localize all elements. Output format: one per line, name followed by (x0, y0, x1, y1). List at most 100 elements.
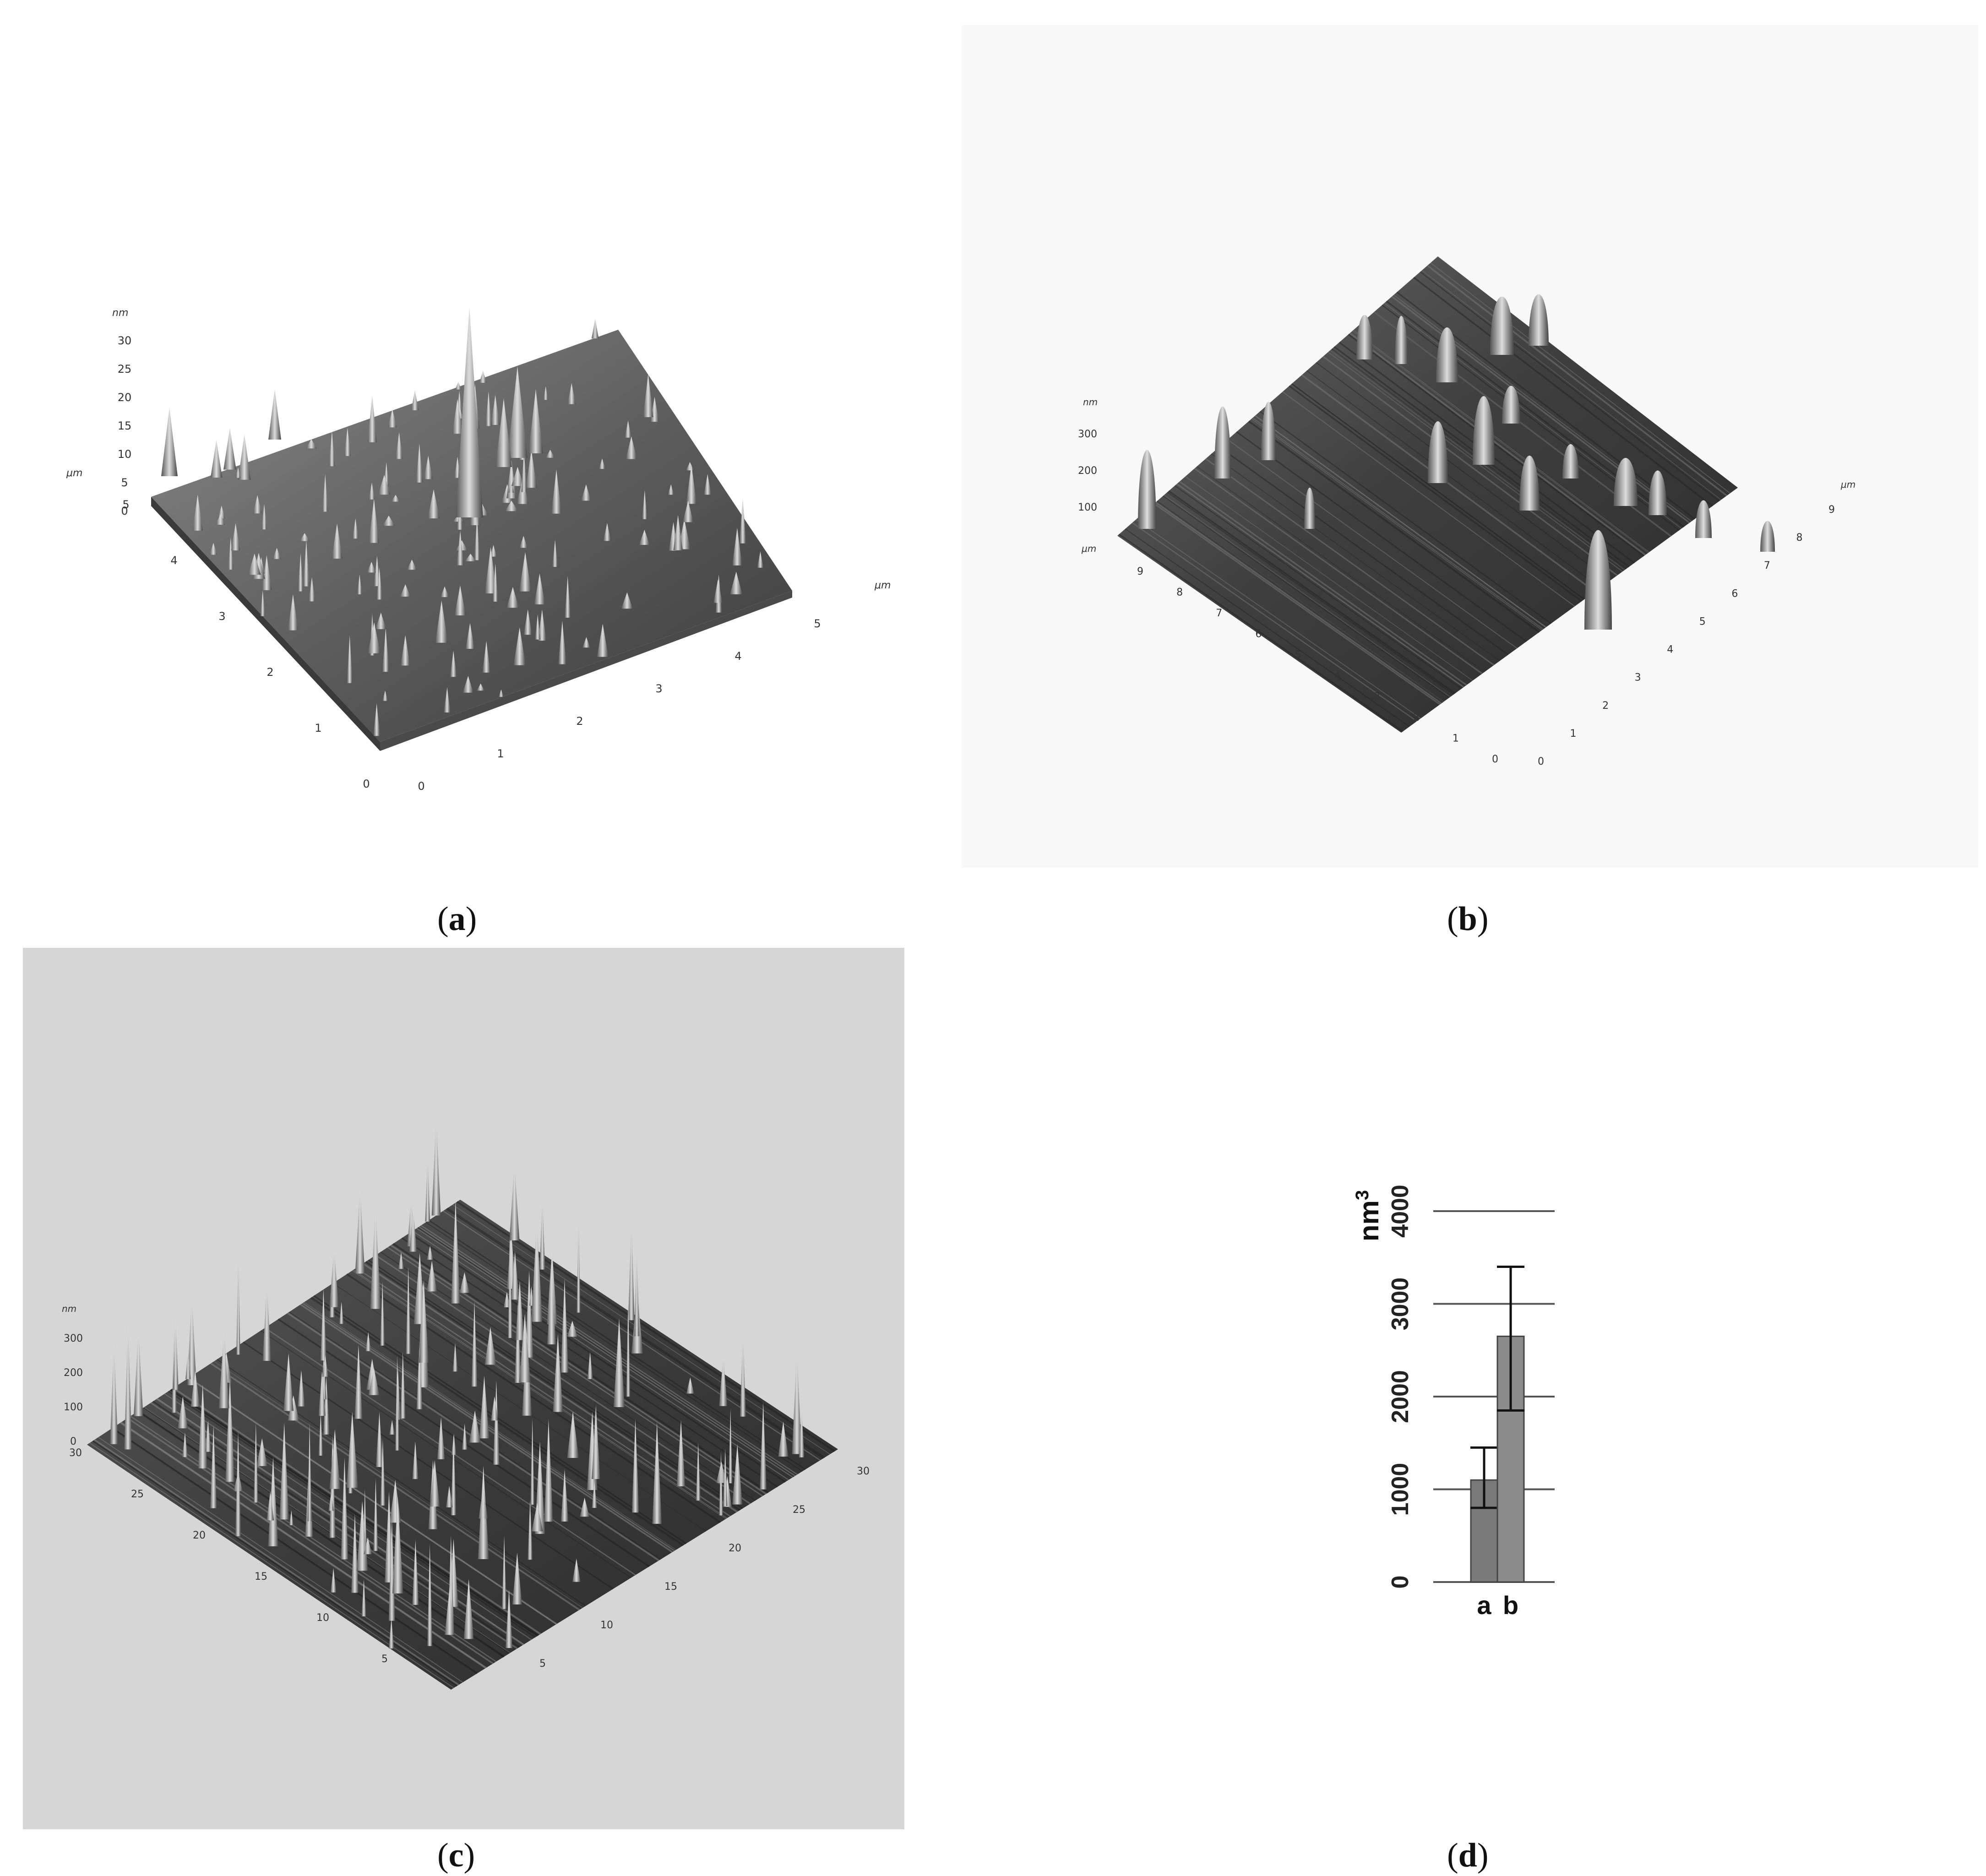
surface-peak (307, 1422, 312, 1522)
surface-peak (303, 540, 310, 587)
tick-label: 1 (1453, 733, 1459, 744)
surface-peak (515, 1302, 521, 1383)
tick-label: 15 (664, 1581, 677, 1593)
surface-peak (538, 609, 547, 641)
surface-peak (603, 523, 611, 541)
surface-stripe (188, 1377, 557, 1625)
surface-peak (376, 567, 382, 600)
surface-stripe (120, 1421, 487, 1669)
surface-peak (369, 482, 375, 500)
surface-peak (455, 381, 462, 390)
surface-peak (1214, 406, 1231, 479)
tick-label: 4 (735, 650, 741, 663)
surface-peak (502, 1535, 506, 1609)
surface-stripe (156, 1398, 524, 1646)
surface-stripe (1205, 458, 1495, 666)
surface-peak (592, 1405, 600, 1479)
surface-peak (352, 518, 359, 539)
surface-peak (683, 500, 694, 522)
surface-peak (380, 1282, 385, 1346)
surface-stripe (1252, 417, 1544, 630)
surface-stripe (1174, 485, 1462, 689)
surface-peak (505, 500, 518, 511)
y-axis-label-sup: 3 (1352, 1190, 1372, 1200)
surface-stripe (1348, 333, 1645, 557)
surface-peak (740, 498, 746, 544)
surface-peak (261, 555, 272, 590)
surface-peak (482, 641, 490, 673)
surface-peak (462, 676, 473, 693)
surface-peak (719, 1452, 723, 1516)
surface-peak (425, 1154, 430, 1222)
surface-stripe (217, 1359, 586, 1606)
surface-peak (732, 527, 742, 566)
surface-stripe (425, 1222, 803, 1472)
surface-peak (173, 1318, 179, 1390)
surface-peak (1614, 458, 1638, 506)
tick-label: 25 (118, 363, 132, 375)
surface-stripe (1185, 476, 1473, 681)
surface-peak (729, 1408, 733, 1484)
tick-label: 8 (1176, 587, 1183, 598)
surface-peak (553, 1334, 563, 1412)
surface-peak (210, 440, 223, 478)
surface-plane (151, 330, 792, 742)
surface-peak (1436, 327, 1458, 382)
tick-label: 10 (316, 1612, 329, 1624)
surface-peak (416, 1347, 423, 1409)
surface-peak (459, 1272, 470, 1293)
surface-peak (535, 614, 541, 640)
surface-peak (581, 484, 591, 501)
surface-stripe (1353, 330, 1649, 553)
tick-label: 0 (1492, 754, 1498, 765)
surface-peak (192, 495, 203, 531)
surface-peak (248, 554, 261, 575)
surface-stripe (1194, 468, 1483, 674)
tick-label: 1 (497, 747, 504, 760)
surface-peak (427, 489, 440, 519)
surface-stripe (1197, 466, 1485, 672)
surface-peak (178, 1396, 188, 1429)
surface-stripe (243, 1341, 614, 1590)
surface-stripe (1168, 490, 1456, 694)
surface-stripe (1135, 519, 1421, 719)
surface-peak (288, 594, 299, 631)
tick-label: 20 (193, 1530, 206, 1541)
surface-peak (400, 584, 411, 597)
surface-peak (228, 537, 234, 570)
tick-label: 3 (218, 610, 225, 623)
surface-peak (523, 609, 532, 635)
surface-peak (1473, 396, 1495, 465)
surface-stripe (417, 1227, 794, 1477)
surface-peak (506, 1589, 513, 1648)
surface-peak (452, 1343, 458, 1372)
surface-stripe (1125, 528, 1410, 727)
surface-peak (560, 1469, 569, 1522)
surface-peak (346, 1412, 358, 1488)
surface-peak (318, 1413, 323, 1456)
tick-label: 10 (118, 448, 132, 461)
surface-stripe (1349, 332, 1646, 556)
surface-stripe (1167, 492, 1454, 695)
surface-peak (626, 436, 637, 459)
surface-peak (430, 1460, 440, 1507)
y-axis-label: nm3 (1352, 1190, 1384, 1241)
surface-stripe (457, 1201, 835, 1452)
surface-stripe (1118, 533, 1404, 732)
surface-peak (558, 620, 566, 664)
surface-peak (368, 622, 381, 653)
tick-label: 6 (1255, 629, 1262, 640)
surface-stripe (362, 1262, 738, 1513)
surface-peak (532, 1503, 543, 1532)
surface-peak (218, 1330, 229, 1408)
surface-peak (328, 1493, 334, 1511)
tick-label: 1 (315, 722, 321, 734)
surface-peak (391, 495, 400, 502)
surface-peak (382, 628, 389, 672)
caption-d: (d) (1447, 1837, 1489, 1874)
surface-peak (509, 1163, 520, 1240)
